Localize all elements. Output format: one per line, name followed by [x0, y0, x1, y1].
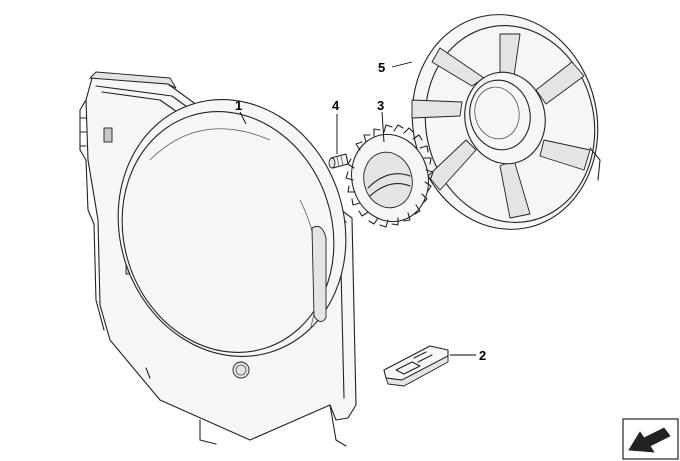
callout-3: 3: [377, 98, 384, 113]
callout-1: 1: [235, 98, 242, 113]
part-fan-wheel[interactable]: [393, 0, 618, 247]
leader-line-1: [239, 111, 247, 125]
callout-5: 5: [378, 60, 385, 75]
part-fan-shroud[interactable]: [79, 70, 379, 447]
leader-line-5: [391, 61, 413, 68]
arrow-badge-icon: [622, 418, 679, 460]
callout-2: 2: [479, 348, 486, 363]
part-bolt[interactable]: [328, 153, 349, 169]
callout-4: 4: [332, 98, 340, 113]
leader-line-3: [381, 111, 385, 143]
part-retaining-clip[interactable]: [383, 345, 449, 387]
part-fan-clutch[interactable]: [342, 124, 438, 230]
